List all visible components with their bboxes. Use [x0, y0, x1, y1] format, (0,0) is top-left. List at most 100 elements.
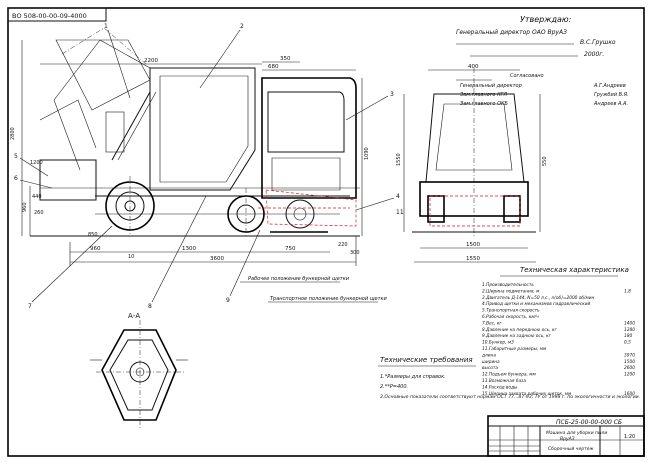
svg-text:850: 850: [88, 232, 98, 238]
svg-text:400: 400: [468, 64, 479, 70]
approval-line2: В.С.Грушко: [580, 39, 616, 46]
svg-text:960: 960: [90, 246, 101, 252]
svg-text:Зам.главного ОКБ: Зам.главного ОКБ: [460, 101, 509, 107]
specs-title: Техническая характеристика: [520, 266, 629, 274]
callout: 5: [14, 153, 18, 160]
rear-box: [39, 159, 97, 201]
section-a-a: А-А: [90, 312, 188, 430]
svg-text:960: 960: [22, 202, 28, 212]
doc-number: ПСБ-25-00-00-000 СБ: [556, 419, 622, 426]
dim-cab: 680: [268, 64, 279, 70]
front-body: [425, 93, 525, 183]
svg-text:Зам.главного КГЛ: Зам.главного КГЛ: [460, 92, 507, 98]
stamp-code-box: ВО 508-00-00-09-4000: [7, 7, 107, 22]
callout: 9: [226, 297, 230, 304]
spec-value: 1200: [624, 372, 635, 378]
side-brush: [285, 199, 315, 229]
svg-text:1200: 1200: [30, 160, 43, 166]
spec-label: 9.Давление на заднюю ось, кг: [482, 333, 552, 339]
note-working-position: Рабочее положение бункерной щетки: [248, 276, 350, 282]
spec-value: 1,8: [624, 288, 631, 294]
svg-text:300: 300: [350, 250, 360, 256]
svg-text:3.Основные показатели соответс: 3.Основные показатели соответствуют норм…: [380, 394, 640, 400]
hopper-raised-outline: [55, 39, 151, 111]
spec-value: 1280: [624, 327, 635, 333]
callout: 1: [104, 23, 108, 30]
spec-label: 1.Производительность: [482, 282, 534, 288]
svg-text:2.**Р=400.: 2.**Р=400.: [380, 384, 408, 390]
specs-block: Техническая характеристика: [500, 266, 629, 277]
svg-text:Машина для уборки пыли: Машина для уборки пыли: [546, 430, 607, 436]
callout: 4: [396, 193, 400, 200]
svg-text:Андреев А.А.: Андреев А.А.: [593, 101, 628, 107]
spec-value: 1400: [624, 320, 635, 326]
spec-label: 5.Транспортная скорость: [482, 308, 540, 314]
svg-text:Сборочный чертеж: Сборочный чертеж: [548, 446, 594, 452]
front-view: 1500 1550 400 1550 550: [396, 64, 548, 263]
svg-text:1550: 1550: [466, 256, 480, 262]
svg-text:1500: 1500: [466, 242, 480, 248]
spec-label: длина: [481, 353, 496, 358]
svg-text:750: 750: [285, 246, 296, 252]
approval-year: 2000г.: [584, 51, 604, 58]
spec-label: 11.Габаритные размеры, мм: [482, 346, 547, 352]
lift-cylinder: [111, 91, 151, 161]
sheet-scale: 1:20: [624, 434, 635, 440]
spec-label: 13.Возможная база: [482, 378, 526, 384]
spec-value: 2600: [624, 365, 635, 371]
front-wheel-right: [503, 195, 521, 223]
svg-text:220: 220: [338, 242, 348, 248]
note-transport-position: Транспортное положение бункерной щетки: [270, 296, 388, 302]
svg-text:Гружбий В.Я.: Гружбий В.Я.: [594, 92, 629, 98]
svg-text:1550: 1550: [396, 153, 402, 166]
spec-label: 3.Двигатель Д-144, N=50 л.с., n(об)=2000…: [482, 295, 595, 301]
svg-text:1.*Размеры для справок.: 1.*Размеры для справок.: [380, 374, 446, 380]
hopper-body: [149, 67, 256, 191]
agreed-block: Согласовано Генеральный директор А.Г.Анд…: [460, 73, 629, 107]
sheet-frame: [7, 7, 645, 457]
spec-value: 0,5: [624, 340, 631, 346]
spec-label: высота: [482, 366, 498, 371]
approval-title: Утверждаю:: [520, 15, 572, 24]
spec-value: 1500: [624, 359, 635, 365]
spec-label: 12.Подъем бункера, мм: [482, 372, 537, 378]
section-label: А-А: [128, 312, 140, 320]
cab-outline: [261, 77, 357, 199]
svg-text:260: 260: [34, 210, 44, 216]
svg-text:350: 350: [280, 56, 291, 62]
spec-value: 3970: [624, 352, 635, 358]
spec-label: 10.Бункер, м3: [482, 340, 514, 346]
svg-text:1300: 1300: [182, 246, 196, 252]
svg-text:10: 10: [128, 254, 134, 260]
spec-label: 7.Вес, кг: [482, 320, 502, 326]
spec-label: 8.Давление на переднюю ось, кг: [482, 327, 557, 333]
dim-top: 2200: [144, 58, 158, 64]
spec-label: 6.Рабочая скорость, км/ч: [482, 314, 539, 320]
callout: 11: [396, 209, 404, 216]
callout: 6: [14, 175, 18, 182]
approval-block: Утверждаю: Генеральный директор ОАО ВруА…: [456, 15, 616, 58]
callouts: 1 2 3 4 5 6 7 8 9 10 11: [14, 23, 404, 310]
spec-label: 15.Ширина захвата рабочих щеток, мм: [482, 391, 572, 397]
spec-value: 180: [624, 333, 632, 339]
tech-requirements: Технические требования 1.*Размеры для сп…: [378, 356, 640, 400]
svg-text:1090: 1090: [364, 147, 370, 160]
callout: 7: [28, 303, 32, 310]
callout: 8: [148, 303, 152, 310]
spec-label: 4.Привод щетки и механизмов гидравлическ…: [482, 301, 591, 307]
svg-text:3600: 3600: [210, 256, 224, 262]
agreed-title: Согласовано: [510, 73, 544, 79]
spec-value: 1600: [624, 391, 635, 397]
svg-text:А.Г.Андреев: А.Г.Андреев: [593, 83, 626, 89]
front-brush-zone: [429, 195, 521, 227]
title-block: ПСБ-25-00-00-000 СБ Машина для уборки пы…: [487, 415, 645, 457]
spec-label: 14.Расход воды: [482, 384, 518, 390]
side-dimensions: 2200 680 350 2800 960 1090 960 1300 750 …: [10, 40, 370, 266]
callout: 2: [240, 23, 244, 30]
spec-label: 2.Ширина подметания, м: [482, 288, 540, 294]
front-wheel-left: [427, 195, 445, 223]
spec-label: ширина: [482, 360, 500, 365]
